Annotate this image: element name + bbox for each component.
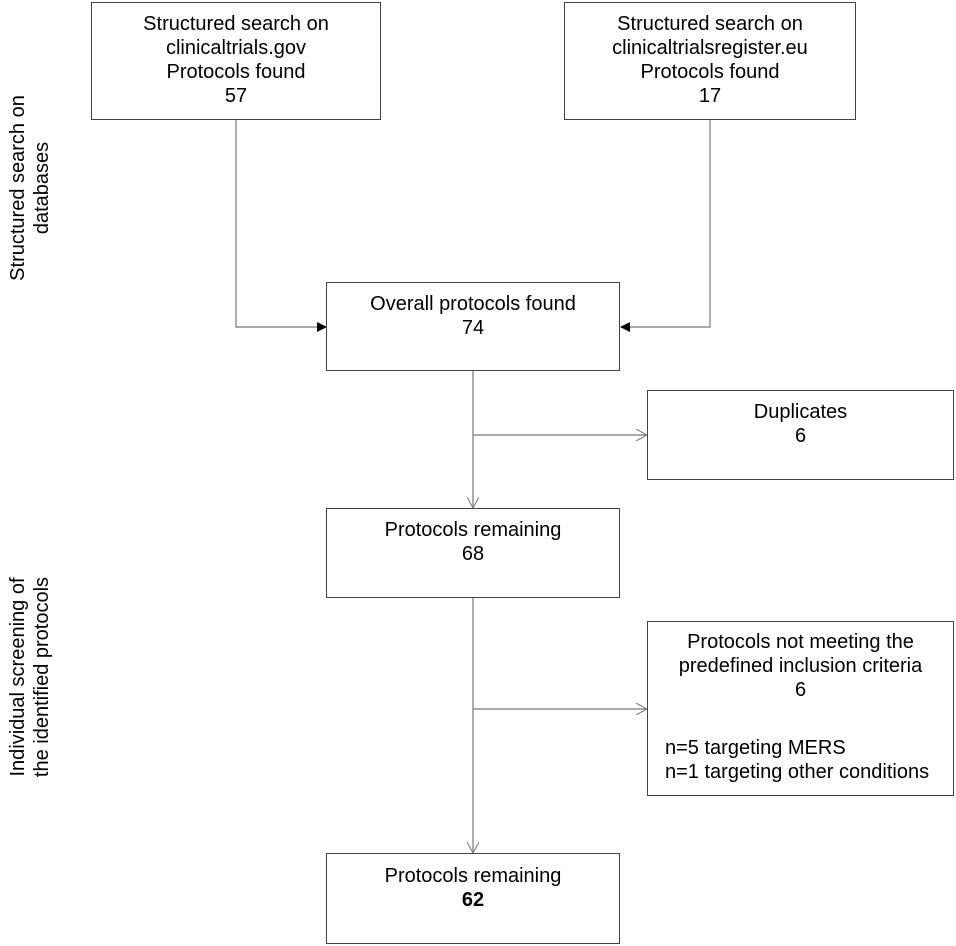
box-protocols-remaining-2: Protocols remaining 62 [326,853,620,944]
box-overall-protocols: Overall protocols found 74 [326,282,620,371]
excluded-details: n=5 targeting MERS n=1 targeting other c… [665,737,930,783]
connector-gov-to-overall [235,120,327,332]
connector-eu-to-overall [620,120,711,332]
box-clinicaltrials-gov: Structured search on clinicaltrials.gov … [91,2,381,120]
box-clinicaltrialsregister-eu: Structured search on clinicaltrialsregis… [564,2,856,120]
box-duplicates: Duplicates 6 [647,390,954,480]
box-excluded-protocols: Protocols not meeting the predefined inc… [647,621,954,796]
box-protocols-remaining-1: Protocols remaining 68 [326,508,620,598]
